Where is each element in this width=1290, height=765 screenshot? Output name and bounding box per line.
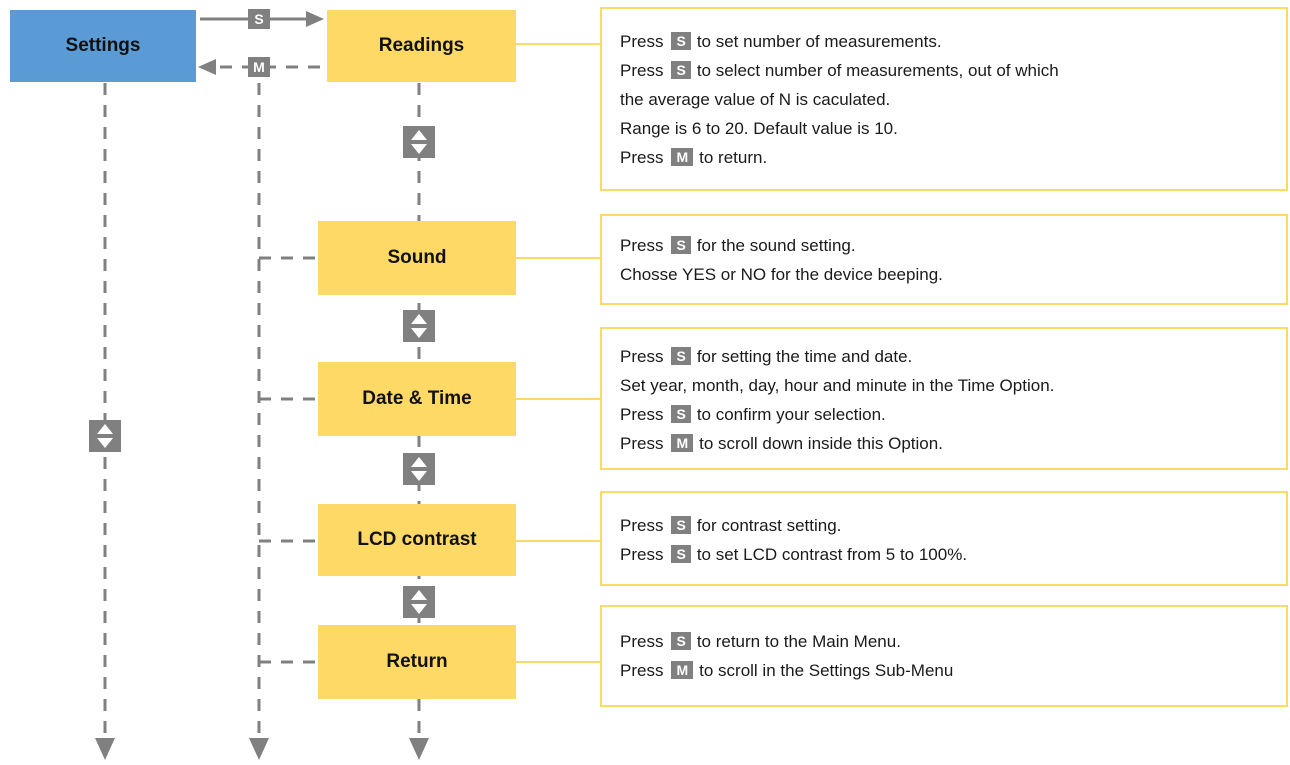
line-suffix: to confirm your selection. — [696, 405, 886, 424]
line-suffix: to scroll down inside this Option. — [699, 434, 943, 453]
m-arrow-head — [198, 59, 216, 75]
sound-node: Sound — [318, 221, 516, 295]
scroll-updown-icon — [403, 126, 435, 158]
s-key-icon: S — [671, 347, 691, 365]
line-prefix: Press — [620, 405, 664, 424]
scroll-updown-icon — [89, 420, 121, 452]
line-prefix: Press — [620, 61, 664, 80]
s-arrow-head — [306, 11, 324, 27]
m-column-down-arrow-head — [249, 738, 269, 760]
s-key-icon: S — [671, 545, 691, 563]
s-key-icon: S — [671, 516, 691, 534]
s-key-icon: S — [671, 632, 691, 650]
line-suffix: to set LCD contrast from 5 to 100%. — [696, 545, 968, 564]
line-prefix: Press — [620, 236, 664, 255]
line-prefix: Press — [620, 516, 664, 535]
scroll-updown-icon — [403, 310, 435, 342]
s-key-icon: S — [671, 405, 691, 423]
line-prefix: Press — [620, 434, 664, 453]
m-key-icon: M — [671, 434, 694, 452]
line-prefix: Press — [620, 545, 664, 564]
line-text: the average value of N is caculated. — [620, 90, 891, 109]
line-suffix: to select number of measurements, out of… — [696, 61, 1059, 80]
line-suffix: for the sound setting. — [696, 236, 856, 255]
line-prefix: Press — [620, 632, 664, 651]
line-suffix: for setting the time and date. — [696, 347, 913, 366]
return-node: Return — [318, 625, 516, 699]
m-key-icon: M — [671, 148, 694, 166]
scroll-updown-icon — [403, 453, 435, 485]
description-line: Chosse YES or NO for the device beeping. — [620, 260, 1268, 289]
description-line: Range is 6 to 20. Default value is 10. — [620, 114, 1268, 143]
line-suffix: to return. — [699, 148, 768, 167]
line-text: Range is 6 to 20. Default value is 10. — [620, 119, 898, 138]
svg-text:M: M — [253, 59, 265, 75]
m-key-icon: M — [671, 661, 694, 679]
s-key-icon: S — [671, 32, 691, 50]
s-key-icon: S — [671, 61, 691, 79]
settings-node: Settings — [10, 10, 196, 82]
lcd-contrast-node: LCD contrast — [318, 504, 516, 576]
readings-node: Readings — [327, 10, 516, 82]
scroll-updown-icon — [403, 586, 435, 618]
s-key-icon — [248, 9, 270, 29]
line-suffix: to scroll in the Settings Sub-Menu — [699, 661, 954, 680]
description-line: Set year, month, day, hour and minute in… — [620, 371, 1268, 400]
line-prefix: Press — [620, 661, 664, 680]
line-suffix: for contrast setting. — [696, 516, 842, 535]
line-suffix: to return to the Main Menu. — [696, 632, 901, 651]
line-text: Chosse YES or NO for the device beeping. — [620, 265, 943, 284]
line-suffix: to set number of measurements. — [696, 32, 942, 51]
line-text: Set year, month, day, hour and minute in… — [620, 376, 1055, 395]
description-line: the average value of N is caculated. — [620, 85, 1268, 114]
settings-down-arrow-head — [95, 738, 115, 760]
line-prefix: Press — [620, 32, 664, 51]
readings-column-down-arrow-head — [409, 738, 429, 760]
line-prefix: Press — [620, 347, 664, 366]
svg-text:S: S — [254, 11, 263, 27]
s-key-icon: S — [671, 236, 691, 254]
m-key-icon — [248, 57, 270, 77]
date-time-node: Date & Time — [318, 362, 516, 436]
line-prefix: Press — [620, 148, 664, 167]
